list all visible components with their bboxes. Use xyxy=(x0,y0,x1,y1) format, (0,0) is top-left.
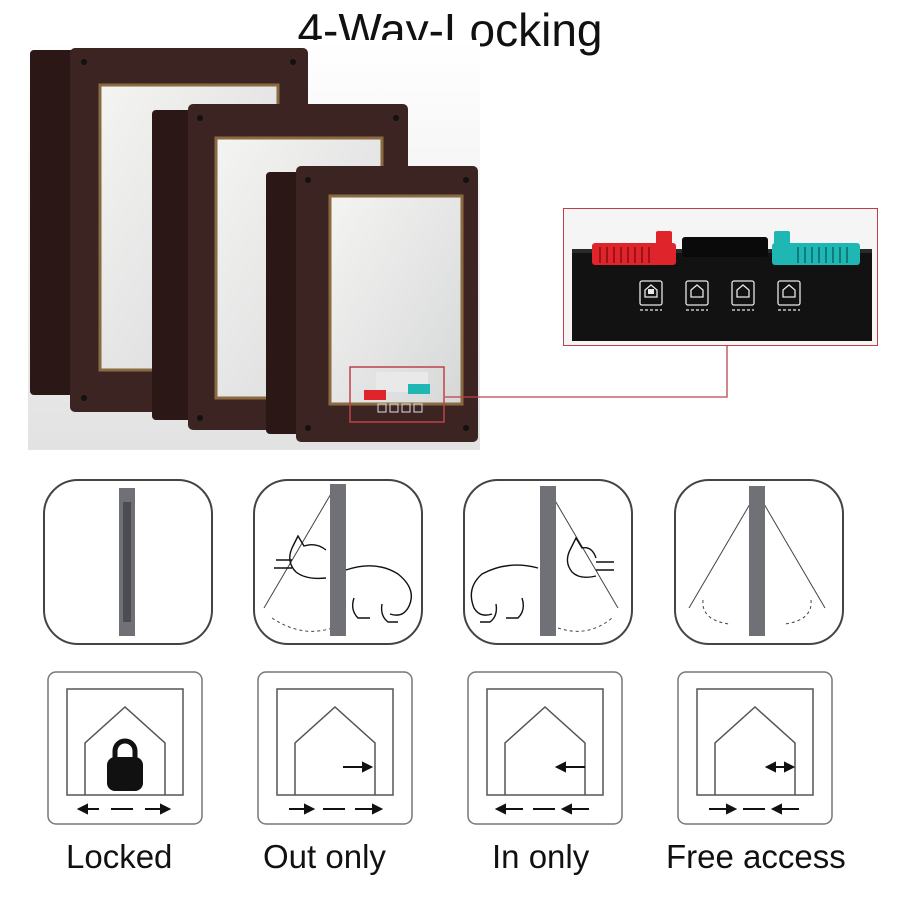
small-door xyxy=(266,166,478,442)
out-only-flap-diagram xyxy=(253,479,423,645)
double-arrow-icon xyxy=(76,803,172,815)
out-only-label: Out only xyxy=(263,838,386,875)
house-icon xyxy=(84,705,166,795)
out-only-mode-icon xyxy=(257,671,413,825)
house-icon xyxy=(714,705,796,795)
house-icon xyxy=(504,705,586,795)
cat-drawing xyxy=(470,536,614,623)
free-access-flap-diagram xyxy=(674,479,844,645)
free-access-mode-icon xyxy=(677,671,833,825)
cat-flap-doors-image xyxy=(28,40,480,450)
cat-drawing xyxy=(274,534,412,623)
lock-panel-image xyxy=(564,209,877,345)
free-access-label: Free access xyxy=(666,838,846,875)
arrow-left-icon xyxy=(554,761,585,773)
double-arrow-icon xyxy=(764,761,796,773)
arrow-right-icon xyxy=(343,761,374,773)
locked-flap-diagram xyxy=(43,479,213,645)
house-icon xyxy=(294,705,376,795)
mode-icons-strip xyxy=(639,280,801,311)
locked-mode-icon xyxy=(47,671,203,825)
lock-detail-zoom xyxy=(563,208,878,346)
in-only-label: In only xyxy=(492,838,590,875)
in-only-mode-icon xyxy=(467,671,623,825)
red-lock-slider xyxy=(592,231,676,265)
teal-lock-slider xyxy=(772,231,860,265)
padlock-icon xyxy=(107,738,143,791)
locked-label: Locked xyxy=(66,838,173,875)
in-only-flap-diagram xyxy=(463,479,633,645)
